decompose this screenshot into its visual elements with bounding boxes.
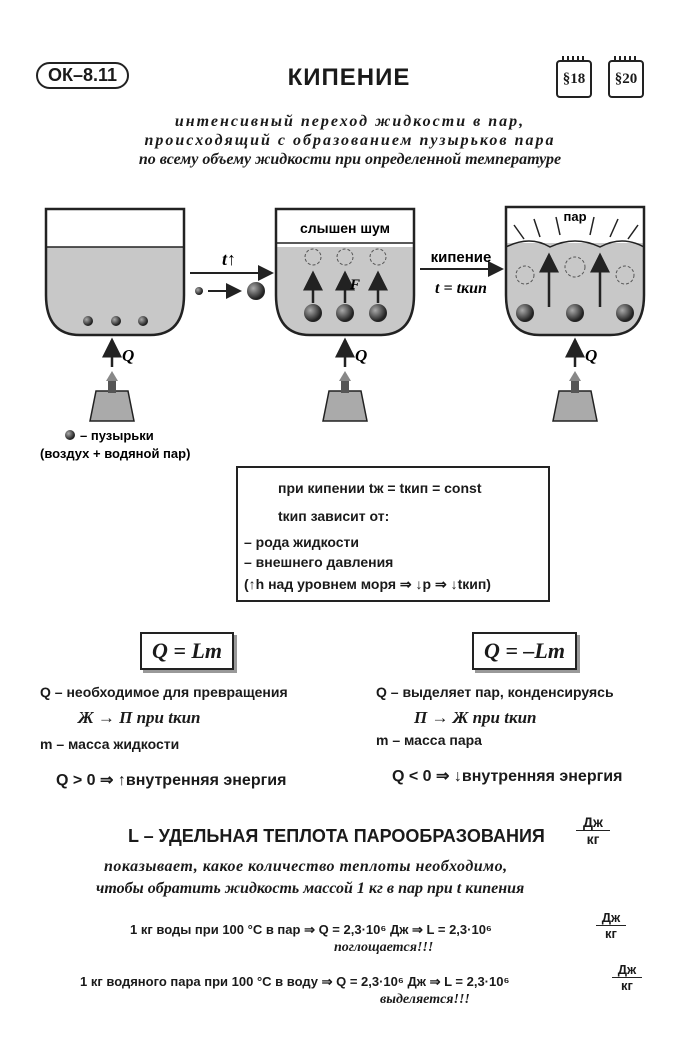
boiling-conditions-box: при кипении tж = tкип = const tкип завис… — [236, 466, 550, 602]
formula-condensation: Q = –Lm — [472, 632, 577, 670]
burner-2: Q — [322, 337, 368, 422]
example-1-note: поглощается!!! — [334, 940, 434, 955]
arrow-heating-label: t↑ — [222, 249, 236, 269]
example-1: 1 кг воды при 100 °С в пар ⇒ Q = 2,3·10⁶… — [130, 922, 492, 937]
left-line-1: Q – необходимое для превращения — [40, 684, 288, 700]
definition-line-2: происходящий с образованием пузырьков па… — [144, 132, 556, 149]
svg-text:Q: Q — [585, 346, 597, 365]
bubble-growth-icon — [247, 282, 265, 300]
left-line-2: Ж → П при tкип — [78, 708, 201, 727]
box-line-5: (↑h над уровнем моря ⇒ ↓p ⇒ ↓tкип) — [244, 576, 491, 592]
definition-line-1: интенсивный переход жидкости в пар, — [174, 113, 526, 130]
bubble-legend-icon — [65, 430, 75, 440]
definition-line-3: по всему объему жидкости при определенно… — [138, 151, 562, 168]
box-line-3: – рода жидкости — [244, 534, 360, 550]
svg-text:Q: Q — [355, 346, 367, 365]
vessel-1 — [44, 207, 186, 337]
steam-label: пар — [563, 209, 586, 224]
vessel-3: пар — [504, 205, 646, 337]
box-line-1: при кипении tж = tкип = const — [278, 480, 482, 496]
right-line-4: Q < 0 ⇒ ↓внутренняя энергия — [392, 768, 623, 785]
right-line-2: П → Ж при tкип — [414, 708, 537, 727]
page-title: КИПЕНИЕ — [287, 64, 411, 91]
card-code: ОК–8.11 — [36, 62, 130, 89]
bubble-small — [83, 316, 93, 326]
unit-fraction: Дж кг — [576, 814, 610, 847]
burner-3: Q — [552, 337, 598, 422]
latent-heat-title: L – УДЕЛЬНАЯ ТЕПЛОТА ПАРООБРАЗОВАНИЯ — [128, 826, 545, 846]
arrow-boiling-sublabel: t = tкип — [435, 280, 487, 297]
burner-1: Q — [89, 337, 135, 422]
heat-def-line-2: чтобы обратить жидкость массой 1 кг в па… — [96, 880, 525, 897]
formula-vaporization: Q = Lm — [140, 632, 234, 670]
right-line-3: m – масса пара — [376, 732, 482, 748]
right-line-1: Q – выделяет пар, конденсируясь — [376, 684, 614, 700]
legend-line-1: – пузырьки — [80, 428, 154, 443]
left-line-3: m – масса жидкости — [40, 736, 180, 752]
example-2-note: выделяется!!! — [380, 992, 470, 1007]
bubble-small — [138, 316, 148, 326]
noise-label: слышен шум — [300, 220, 390, 236]
box-line-2: tкип зависит от: — [278, 508, 390, 524]
legend-line-2: (воздух + водяной пар) — [40, 446, 190, 461]
example-2-unit: Дж кг — [612, 962, 642, 993]
example-2: 1 кг водяного пара при 100 °С в воду ⇒ Q… — [80, 974, 510, 989]
box-line-4: – внешнего давления — [244, 554, 394, 570]
boiling-diagram: t↑ слышен шум F кипение t = tкип пар — [40, 205, 646, 461]
buoyancy-force-label: F — [349, 277, 360, 293]
svg-text:Q: Q — [122, 346, 134, 365]
vessel-2: слышен шум F — [274, 207, 416, 337]
arrow-boiling-label: кипение — [431, 249, 492, 266]
left-line-4: Q > 0 ⇒ ↑внутренняя энергия — [56, 772, 287, 789]
bubble-small — [111, 316, 121, 326]
example-1-unit: Дж кг — [596, 910, 626, 941]
section-ref-20: §20 — [608, 56, 644, 98]
section-ref-18: §18 — [556, 56, 592, 98]
heat-def-line-1: показывает, какое количество теплоты нео… — [104, 858, 508, 875]
